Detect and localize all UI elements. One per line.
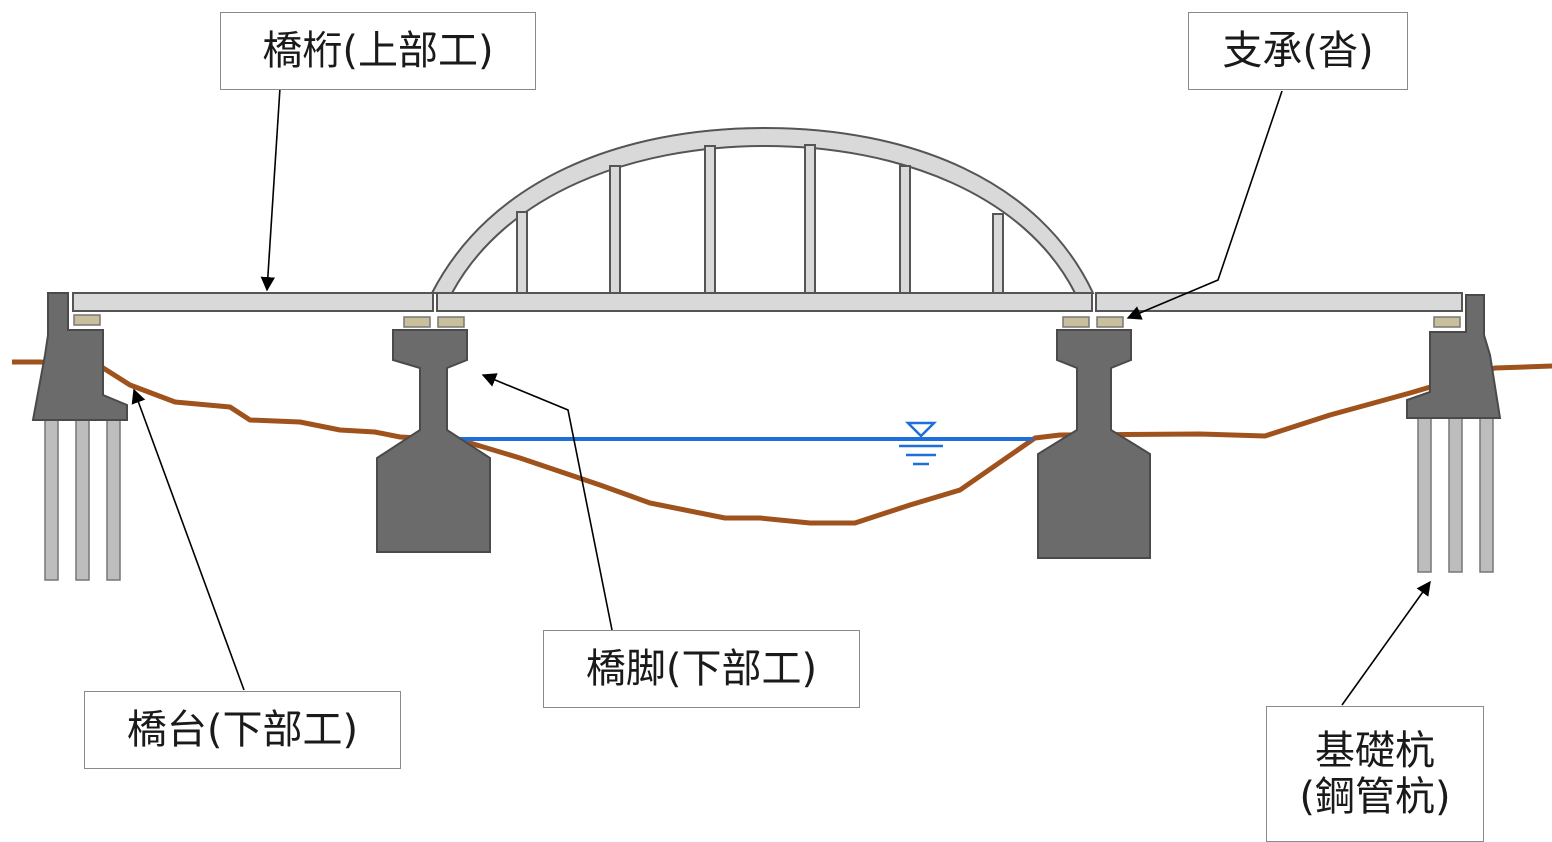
hanger bbox=[992, 213, 1004, 295]
ground-line bbox=[12, 359, 1552, 526]
label-abutment: 橋台(下部工) bbox=[84, 691, 401, 769]
hanger bbox=[609, 165, 621, 295]
bearing-pier1-b bbox=[437, 316, 465, 328]
leader-abutment bbox=[131, 388, 245, 691]
pile bbox=[75, 417, 90, 581]
hanger bbox=[899, 165, 911, 295]
label-bearing: 支承(沓) bbox=[1188, 12, 1408, 90]
bearing-right-abutment bbox=[1433, 316, 1461, 328]
label-pile-line2: (鋼管杭) bbox=[1299, 774, 1451, 820]
girder-center-span bbox=[436, 292, 1093, 312]
pile bbox=[44, 417, 59, 581]
girder-right-span bbox=[1095, 292, 1463, 312]
water-level-symbol bbox=[899, 421, 943, 466]
label-girder: 橋桁(上部工) bbox=[220, 12, 536, 90]
bearing-pier2-b bbox=[1096, 316, 1124, 328]
right-abutment bbox=[1406, 294, 1502, 573]
left-abutment bbox=[31, 292, 128, 581]
label-pile-line1: 基礎杭 bbox=[1315, 728, 1435, 774]
pile bbox=[1448, 417, 1463, 573]
hanger bbox=[516, 211, 528, 295]
hanger bbox=[804, 144, 816, 295]
bearing-pier1-a bbox=[403, 316, 431, 328]
leader-girder bbox=[260, 87, 281, 292]
pier-left bbox=[376, 329, 491, 553]
pile bbox=[1479, 417, 1494, 573]
pile bbox=[1417, 417, 1432, 573]
leader-pier bbox=[481, 373, 613, 631]
label-pier-text: 橋脚(下部工) bbox=[585, 646, 818, 692]
pier-right bbox=[1037, 329, 1151, 559]
leader-bearing bbox=[1126, 90, 1283, 320]
leader-pile bbox=[1341, 580, 1431, 706]
pile bbox=[106, 417, 121, 581]
label-bearing-text: 支承(沓) bbox=[1222, 28, 1374, 74]
bearing-pier2-a bbox=[1062, 316, 1090, 328]
hanger bbox=[704, 145, 716, 295]
bearing-left-abutment bbox=[73, 314, 101, 326]
arch-structure bbox=[430, 126, 1095, 295]
label-girder-text: 橋桁(上部工) bbox=[262, 28, 494, 74]
label-foundation-pile: 基礎杭 (鋼管杭) bbox=[1266, 706, 1484, 842]
girder-left-span bbox=[72, 292, 434, 312]
label-foundation-pile-stack: 基礎杭 (鋼管杭) bbox=[1299, 728, 1450, 820]
label-abutment-text: 橋台(下部工) bbox=[126, 707, 359, 753]
label-pier: 橋脚(下部工) bbox=[543, 630, 860, 708]
